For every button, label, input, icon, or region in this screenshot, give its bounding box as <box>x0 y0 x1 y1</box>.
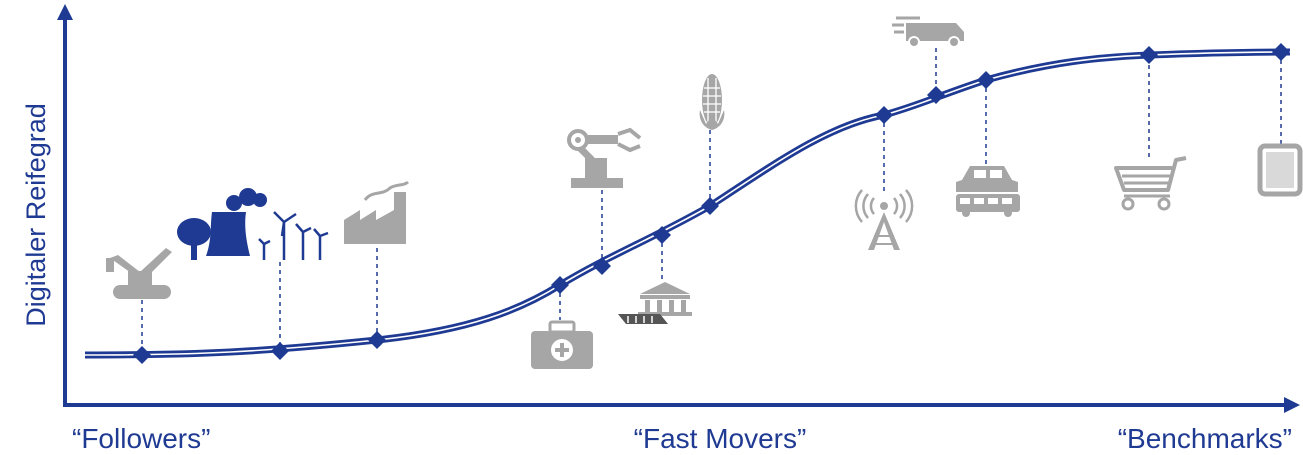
marker-diamond <box>927 86 945 104</box>
healthcare-medical-kit-icon <box>531 320 593 369</box>
construction-crane-icon <box>106 248 172 299</box>
marker-diamond <box>977 71 995 89</box>
y-axis-label: Digitaler Reifegrad <box>21 103 51 327</box>
energy-utilities-icon <box>177 188 329 260</box>
factory-icon <box>344 180 410 244</box>
public-sector-bank-icon <box>618 282 692 324</box>
leader-lines <box>141 48 1282 355</box>
maturity-curve-inner <box>84 51 1291 356</box>
x-label-benchmarks: “Benchmarks” <box>1118 423 1292 454</box>
curve-markers <box>133 43 1290 364</box>
automotive-car-bus-icon <box>956 166 1020 217</box>
marker-diamond <box>653 226 671 244</box>
y-axis-arrow <box>57 4 73 20</box>
marker-diamond <box>271 342 289 360</box>
x-label-followers: “Followers” <box>72 423 210 454</box>
logistics-truck-icon <box>892 16 964 48</box>
marker-diamond <box>701 197 719 215</box>
retail-shopping-cart-icon <box>1114 156 1187 211</box>
agriculture-corn-icon <box>699 74 725 130</box>
marker-diamond <box>875 106 893 124</box>
marker-diamond <box>1272 43 1290 61</box>
tablet-device-icon <box>1257 143 1303 197</box>
marker-diamond <box>551 276 569 294</box>
marker-diamond <box>1140 46 1158 64</box>
industrial-robot-arm-icon <box>567 127 642 188</box>
marker-diamond <box>133 346 151 364</box>
x-axis-arrow <box>1284 397 1300 413</box>
marker-diamond <box>593 257 611 275</box>
marker-diamond <box>368 331 386 349</box>
telecom-tower-icon <box>854 189 914 250</box>
x-label-fast-movers: “Fast Movers” <box>634 423 807 454</box>
